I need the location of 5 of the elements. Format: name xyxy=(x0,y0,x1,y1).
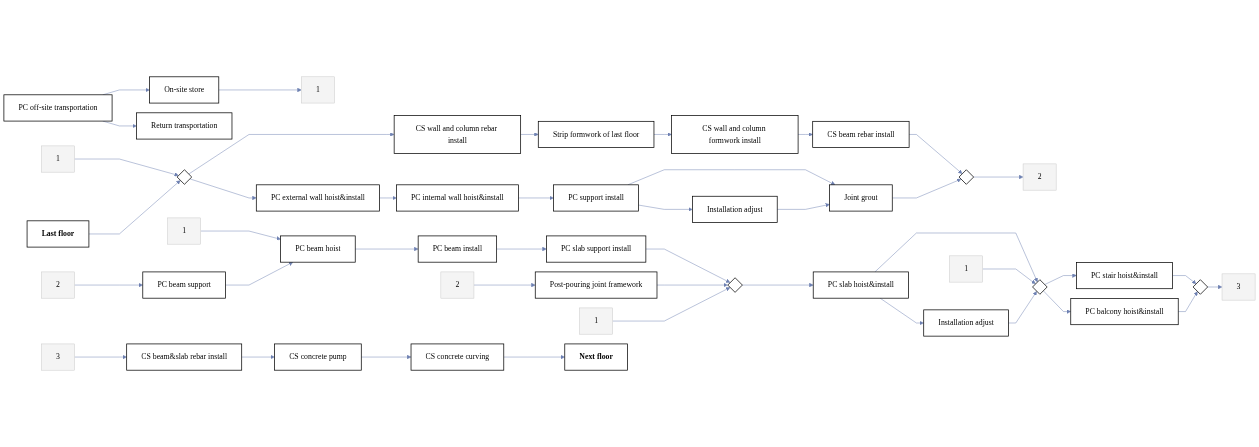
node-diamond xyxy=(958,169,974,185)
node-diamond xyxy=(727,277,743,293)
node-diamond xyxy=(1192,279,1209,295)
node-diamond xyxy=(176,169,193,185)
node-diamond xyxy=(1032,279,1048,295)
